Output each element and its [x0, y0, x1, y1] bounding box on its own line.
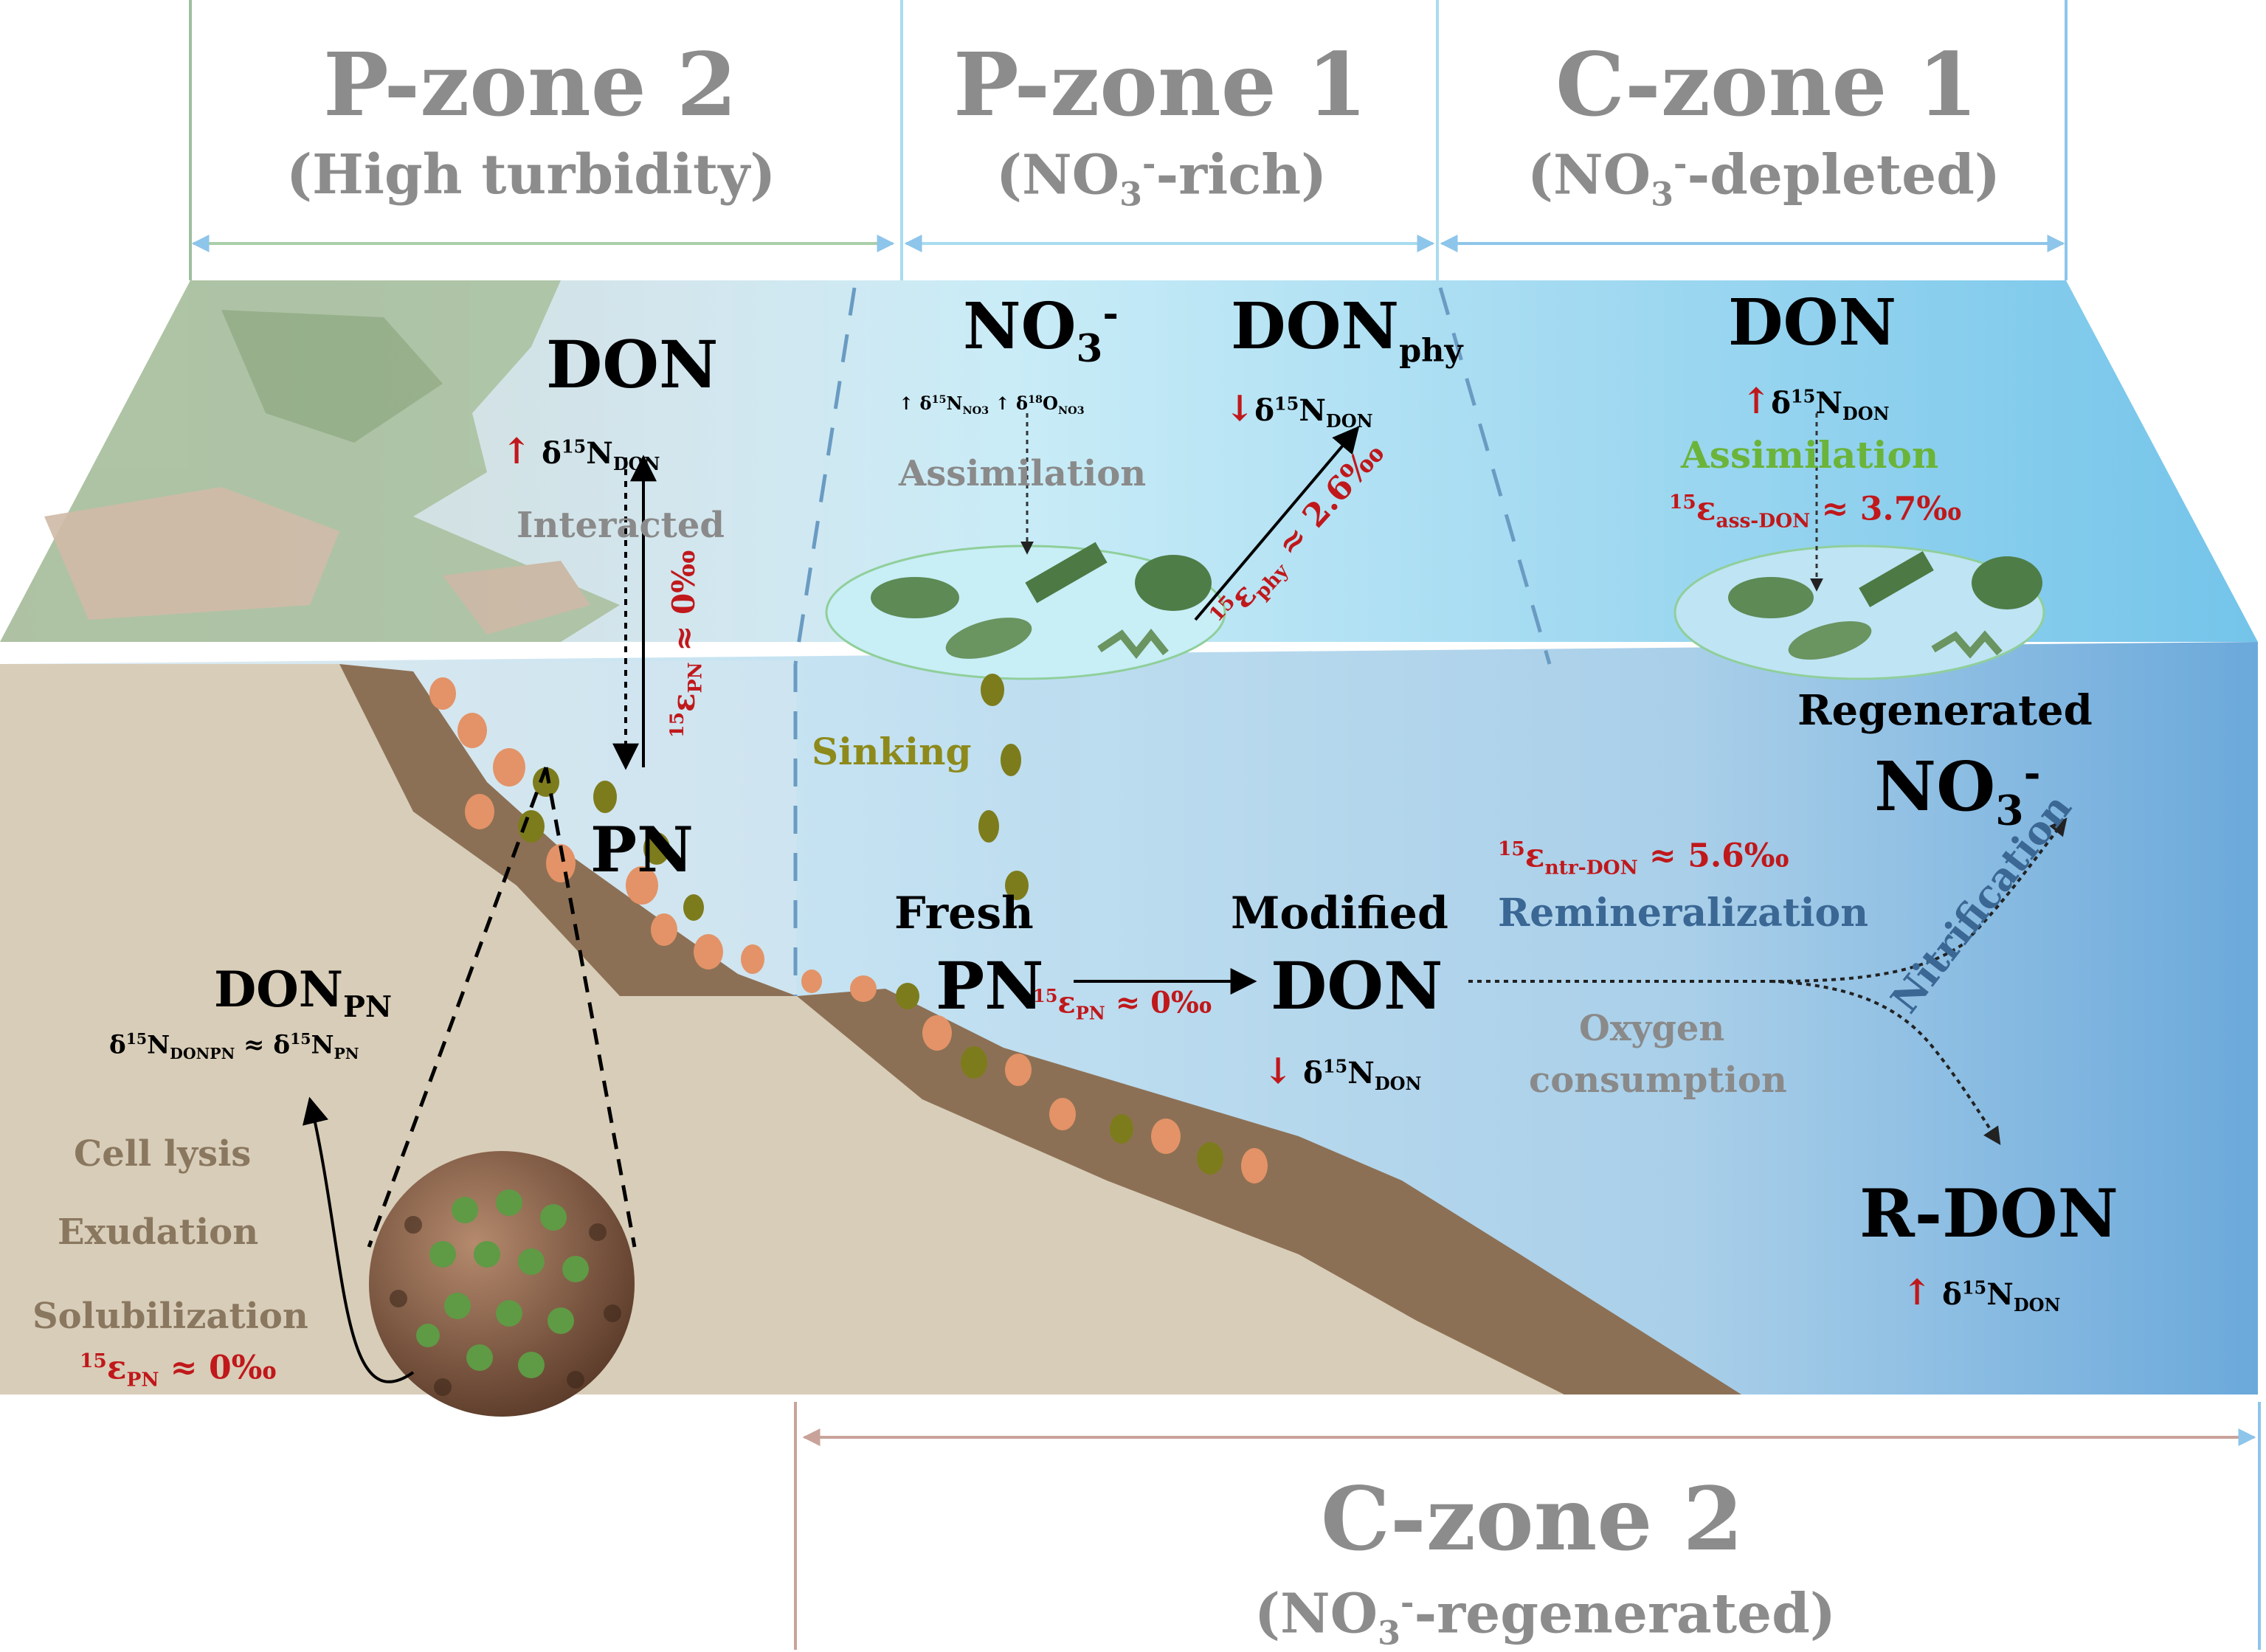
label-delta-don-pz2: ↑ δ15NDON: [502, 431, 660, 474]
label-cell-lysis: Cell lysis: [74, 1133, 252, 1175]
label-delta-rdon: ↑ δ15NDON: [1902, 1272, 2061, 1316]
plankton-cell: [367, 767, 637, 1417]
process-arrows: [302, 413, 2068, 1383]
label-assimilation-pz1: Assimilation: [899, 453, 1147, 494]
sediment-layer: [339, 664, 1741, 1394]
label-pn-fresh: PN: [936, 947, 1044, 1024]
phytoplankton-disc-pz1: [825, 542, 1226, 680]
zone-title-p1: P-zone 1: [953, 33, 1368, 136]
label-fresh: Fresh: [894, 888, 1034, 939]
label-delta-don-modified: ↓ δ15NDON: [1263, 1051, 1422, 1094]
label-don-phy: DONphy: [1231, 289, 1463, 370]
zone-brackets: [189, 0, 2261, 1650]
label-assimilation-cz1: Assimilation: [1681, 433, 1939, 477]
sea-surface: [0, 280, 2258, 642]
label-oxygen: Oxygen: [1579, 1008, 1725, 1049]
zone-sub-p1: (NO3--rich): [996, 143, 1327, 214]
label-eps-ass: 15εass-DON ≈ 3.7‰: [1669, 490, 1962, 533]
zone-sub-c1: (NO3--depleted): [1527, 143, 2000, 214]
label-rdon: R-DON: [1859, 1175, 2118, 1253]
slope-particles: [429, 677, 1268, 1183]
label-delta-don-cz1: ↑δ15NDON: [1741, 381, 1890, 424]
zone-title-c1: C-zone 1: [1555, 33, 1978, 136]
zone-divider-left: [793, 287, 857, 665]
label-eps-pn-fresh: 15εPN ≈ 0‰: [1033, 985, 1212, 1024]
zone-title-c2: C-zone 2: [1321, 1468, 1744, 1570]
label-remineralization: Remineralization: [1498, 891, 1869, 936]
label-solubilization: Solubilization: [32, 1296, 308, 1337]
label-eps-pn-lysis: 15εPN ≈ 0‰: [80, 1349, 277, 1392]
zone-title-p2: P-zone 2: [323, 33, 738, 136]
zone-divider-right: [1438, 287, 1552, 665]
phytoplankton-disc-cz1: [1673, 545, 2045, 680]
label-no3-regenerated: NO3-: [1874, 747, 2041, 835]
sinking-particles: [978, 674, 1029, 900]
label-delta-no3: ↑ δ15NNO3 ↑ δ18ONO3: [899, 393, 1085, 417]
label-interacted: Interacted: [517, 505, 725, 546]
label-pn-pz2: PN: [590, 813, 694, 886]
label-exudation: Exudation: [58, 1212, 259, 1253]
label-modified: Modified: [1231, 888, 1448, 939]
zone-sub-c2: (NO3--regenerated): [1254, 1582, 1836, 1652]
label-eq-don-pn: δ15NDONPN ≈ δ15NPN: [109, 1030, 359, 1063]
label-consumption: consumption: [1529, 1060, 1787, 1101]
label-don-cz1: DON: [1728, 286, 1897, 360]
label-sinking: Sinking: [812, 730, 972, 773]
label-delta-don-phy: ↓δ15NDON: [1225, 388, 1373, 432]
label-regenerated: Regenerated: [1797, 686, 2093, 735]
land-map: [0, 280, 620, 642]
label-eps-pn-vertical: 15εPN ≈ 0‰: [666, 550, 706, 738]
label-don-pn: DONPN: [214, 961, 393, 1025]
label-don-modified: DON: [1271, 947, 1443, 1024]
label-eps-ntr: 15εntr-DON ≈ 5.6‰: [1498, 837, 1789, 879]
label-don-pz2: DON: [546, 326, 719, 403]
zone-sub-p2: (High turbidity): [286, 143, 776, 207]
label-no3-pz1: NO3-: [963, 289, 1119, 372]
